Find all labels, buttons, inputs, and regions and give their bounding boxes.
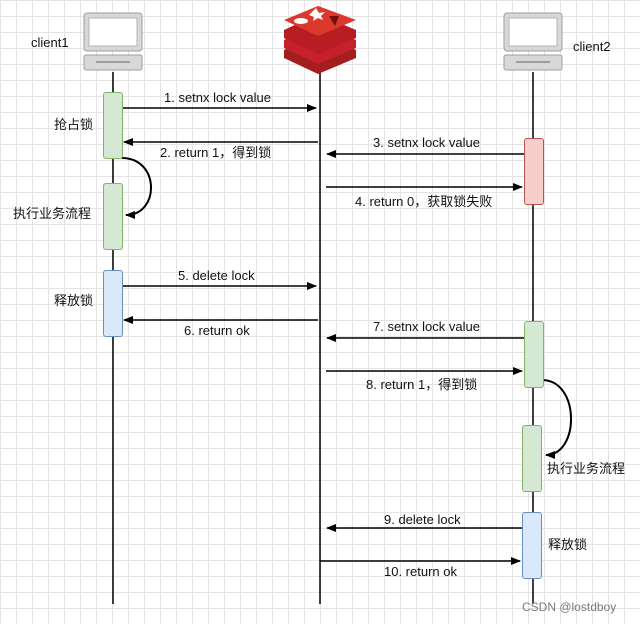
- client2-release-label: 释放锁: [548, 537, 588, 552]
- client2-acquire-activation: [524, 321, 544, 388]
- client2-label: client2: [573, 39, 611, 54]
- client1-business-activation: [103, 183, 123, 250]
- message-4-label: 4. return 0，获取锁失败: [355, 194, 493, 209]
- message-2-label: 2. return 1，得到锁: [160, 145, 272, 160]
- message-1-label: 1. setnx lock value: [164, 90, 271, 105]
- client1-label: client1: [31, 35, 69, 50]
- client2-business-label: 执行业务流程: [547, 461, 626, 476]
- client1-acquire-activation: [103, 92, 123, 159]
- client1-release-activation: [103, 270, 123, 337]
- client2-business-activation: [522, 425, 542, 492]
- client2-computer-icon: [503, 12, 563, 71]
- client2-release-activation: [522, 512, 542, 579]
- client1-business-label: 执行业务流程: [13, 206, 92, 221]
- message-9-label: 9. delete lock: [384, 512, 461, 527]
- redis-logo-icon: [284, 6, 356, 74]
- csdn-watermark: CSDN @lostdboy: [522, 600, 617, 614]
- message-7-label: 7. setnx lock value: [373, 319, 480, 334]
- message-6-label: 6. return ok: [184, 323, 250, 338]
- client1-self-call-arrow: [121, 157, 152, 219]
- client1-computer-icon: [83, 12, 143, 71]
- client1-release-label: 释放锁: [54, 293, 94, 308]
- client2-self-call-arrow: [541, 379, 572, 459]
- client2-failed-activation: [524, 138, 544, 205]
- message-8-label: 8. return 1，得到锁: [366, 377, 478, 392]
- client1-acquire-label: 抢占锁: [54, 117, 94, 132]
- message-3-label: 3. setnx lock value: [373, 135, 480, 150]
- message-5-label: 5. delete lock: [178, 268, 255, 283]
- message-10-label: 10. return ok: [384, 564, 457, 579]
